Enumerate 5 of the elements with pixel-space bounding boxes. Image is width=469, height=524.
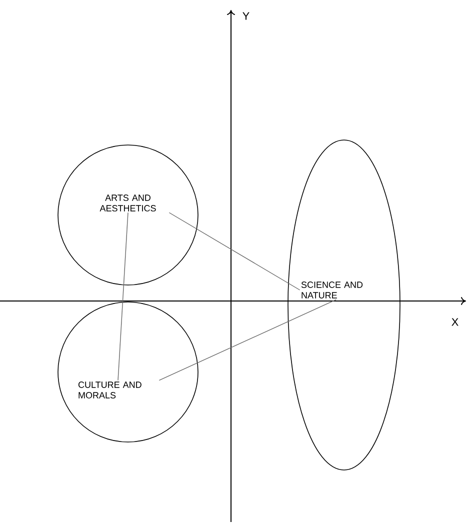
connector-line [158,299,336,381]
axis-label: Y [242,12,250,20]
axis-label: X [452,318,458,326]
connector-line [118,212,128,381]
connector-line [168,212,300,290]
